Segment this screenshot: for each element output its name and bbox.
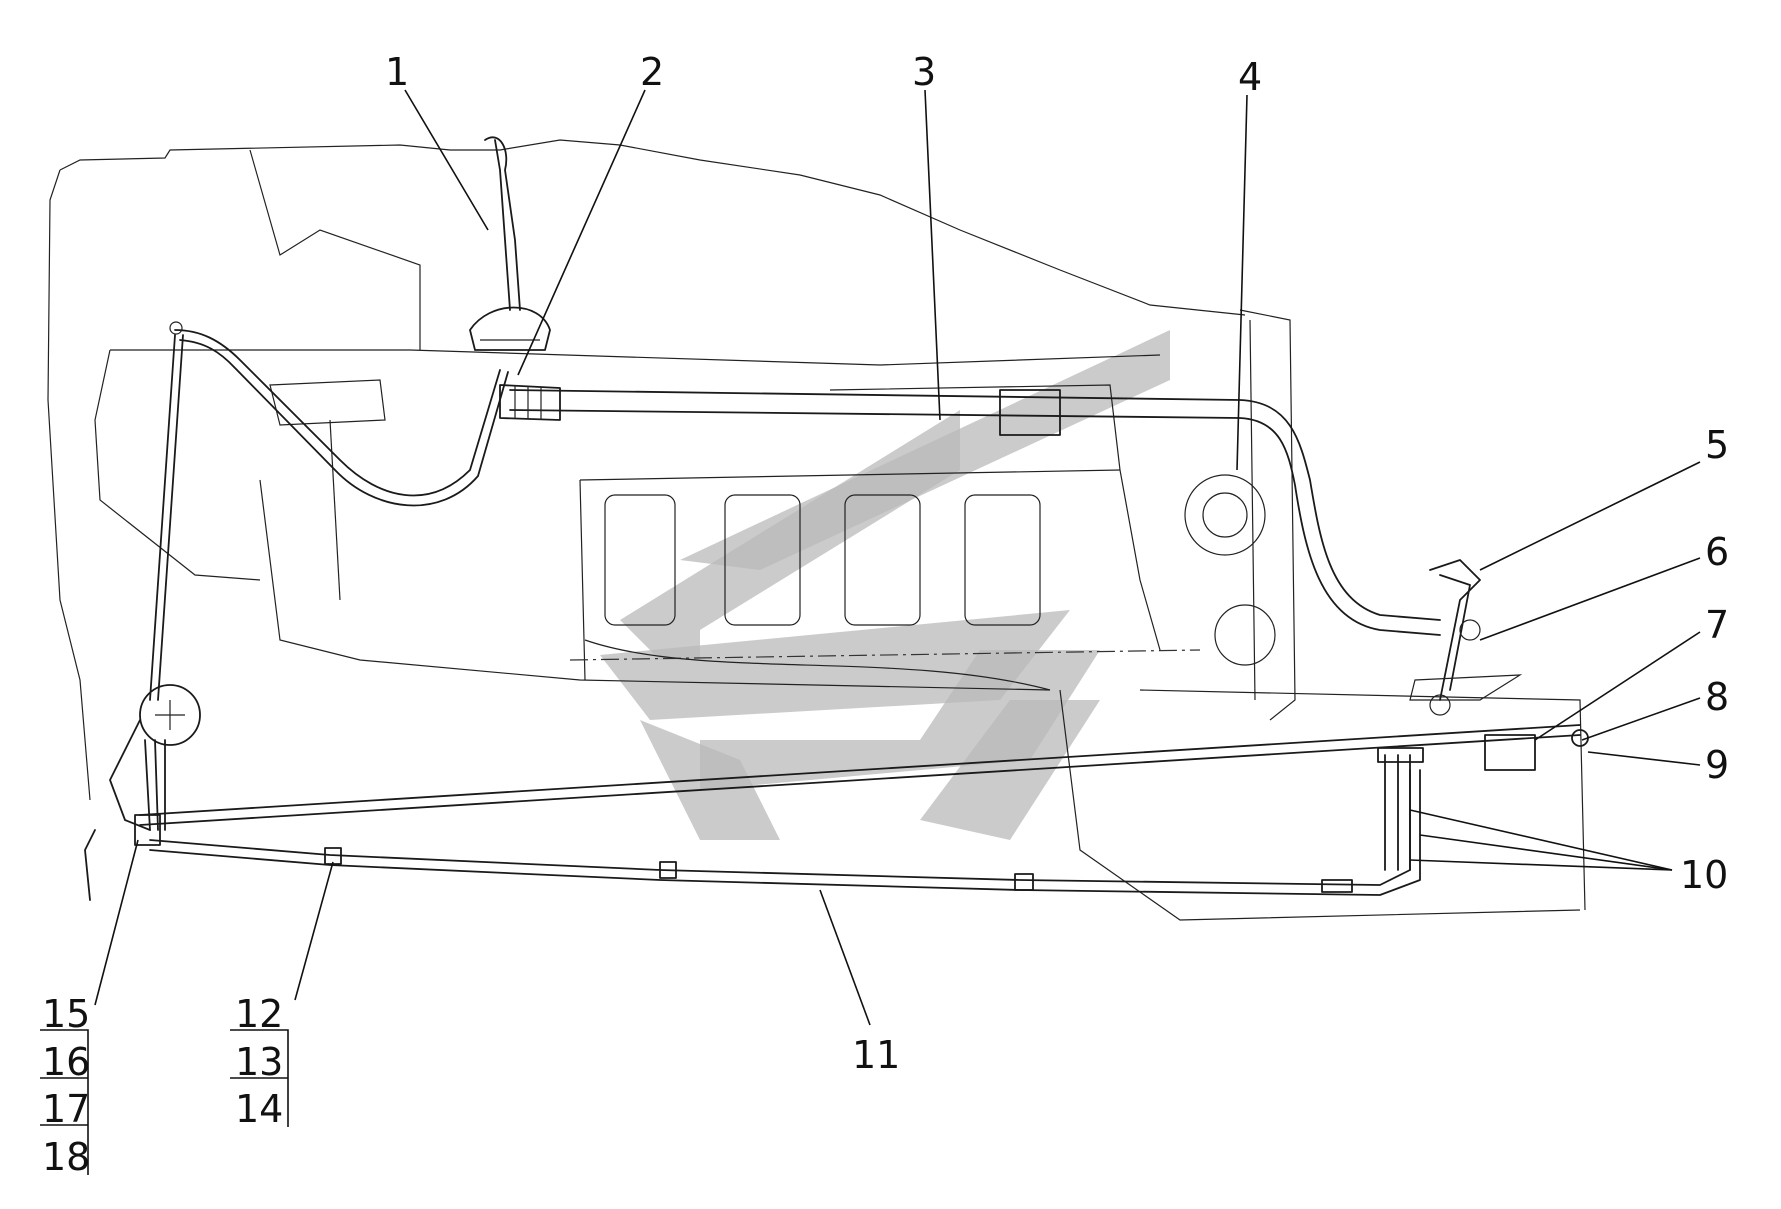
- callout-6: 6: [1705, 530, 1729, 574]
- callout-7: 7: [1705, 603, 1729, 647]
- callout-10: 10: [1680, 853, 1728, 897]
- gearbox-lever-assembly: [1409, 559, 1523, 716]
- upper-linkage-cable: [169, 321, 509, 507]
- callout-12: 12: [235, 992, 283, 1036]
- leader-lines: [40, 89, 1701, 1175]
- callout-16: 16: [42, 1040, 90, 1084]
- callout-15: 15: [42, 992, 90, 1036]
- longitudinal-rod: [499, 384, 1441, 636]
- callout-11: 11: [852, 1033, 900, 1077]
- callout-13: 13: [235, 1040, 283, 1084]
- callout-labels: 1 2 3 4 5 6 7 8 9 10 11 12 13 14 15 16 1…: [42, 50, 1729, 1179]
- vertical-rod-bracket: [84, 334, 201, 901]
- callout-18: 18: [42, 1135, 90, 1179]
- callout-5: 5: [1705, 423, 1729, 467]
- callout-4: 4: [1238, 55, 1262, 99]
- engine-block: [569, 309, 1586, 921]
- callout-1: 1: [385, 50, 409, 94]
- callout-8: 8: [1705, 675, 1729, 719]
- watermark-logo: [600, 330, 1170, 840]
- lower-linkage-rods: [139, 724, 1589, 896]
- gear-shift-lever: [469, 136, 551, 351]
- callout-9: 9: [1705, 743, 1729, 787]
- callout-17: 17: [42, 1087, 90, 1131]
- callout-2: 2: [640, 50, 664, 94]
- cab-outline: [47, 139, 1246, 801]
- callout-14: 14: [235, 1087, 283, 1131]
- callout-3: 3: [912, 50, 936, 94]
